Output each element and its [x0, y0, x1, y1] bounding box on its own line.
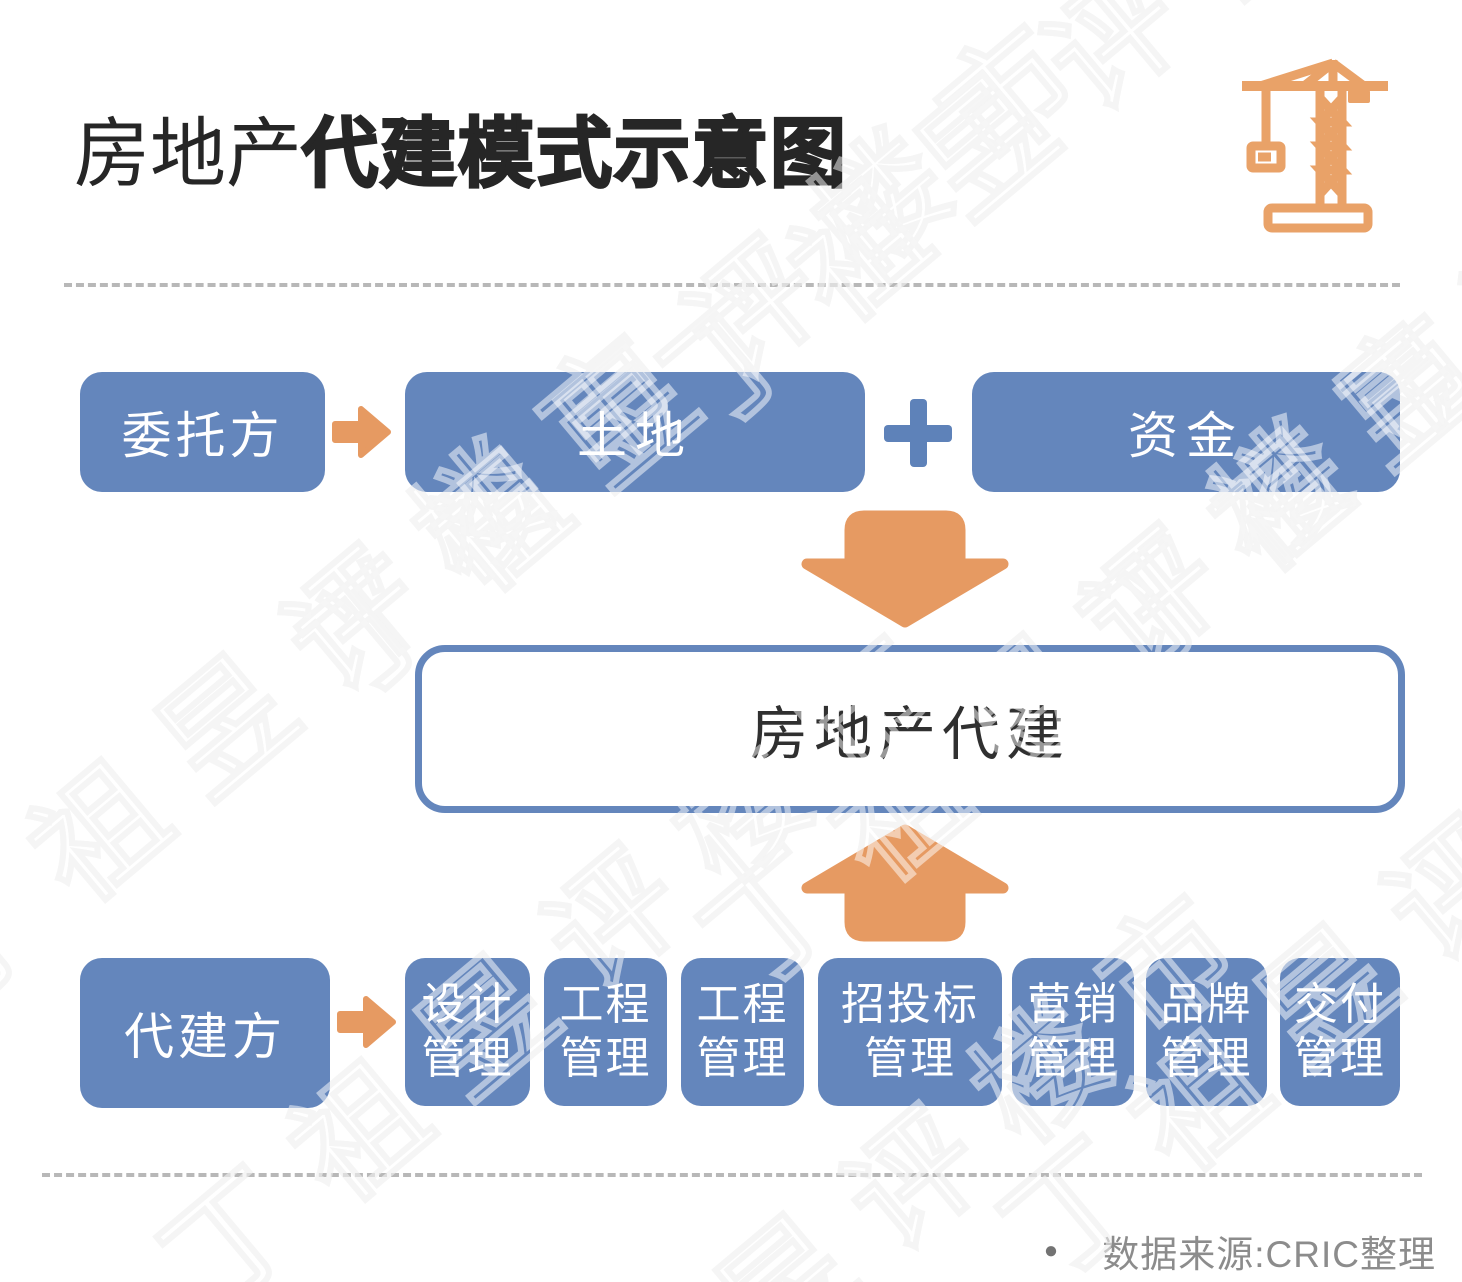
source-text: 数据来源:CRIC整理 [1102, 1234, 1436, 1275]
node-service-engineering-2: 工程 管理 [681, 958, 804, 1106]
tower-crane-icon [1242, 58, 1388, 233]
service-label-line1: 营销 [1027, 980, 1119, 1030]
service-label-line2: 管理 [864, 1034, 956, 1083]
divider-bottom [42, 1173, 1422, 1177]
service-label-line1: 品牌 [1160, 980, 1253, 1030]
service-label-line2: 管理 [1027, 1034, 1119, 1083]
node-agent: 代建方 [80, 958, 330, 1108]
watermark-text: 丁祖昱评楼市 [677, 266, 1462, 1018]
service-label-line2: 管理 [421, 1034, 514, 1083]
divider-top [64, 283, 1400, 287]
service-label-line2: 管理 [559, 1034, 652, 1083]
title-prefix: 房地产 [74, 112, 302, 197]
node-service-engineering-1: 工程 管理 [544, 958, 667, 1106]
service-label-line1: 交付 [1294, 980, 1386, 1030]
service-label-line1: 设计 [421, 980, 514, 1030]
arrow-right-icon [337, 996, 396, 1048]
arrow-right-icon [332, 406, 391, 458]
node-capital-label: 资金 [1128, 408, 1244, 464]
node-agent-label: 代建方 [124, 1009, 286, 1065]
bullet-icon: ● [1043, 1237, 1059, 1264]
node-service-bidding: 招投标 管理 [818, 958, 1002, 1106]
node-land-label: 土地 [577, 408, 693, 464]
node-client: 委托方 [80, 372, 325, 492]
service-label-line1: 工程 [696, 980, 789, 1030]
node-service-marketing: 营销 管理 [1012, 958, 1134, 1106]
node-land: 土地 [405, 372, 865, 492]
title-emphasis: 代建模式示意图 [301, 111, 848, 199]
plus-icon [884, 399, 952, 467]
node-daijian-label: 房地产代建 [749, 702, 1070, 767]
source-note: ● 数据来源:CRIC整理 [1044, 1224, 1436, 1278]
service-label-line1: 招投标 [841, 980, 979, 1030]
service-label-line2: 管理 [1160, 1034, 1253, 1083]
node-service-delivery: 交付 管理 [1280, 958, 1400, 1106]
service-label-line1: 工程 [559, 980, 652, 1030]
arrow-up-icon [801, 824, 1009, 942]
arrow-down-icon [801, 510, 1009, 628]
node-client-label: 委托方 [121, 408, 284, 464]
watermark-text: 丁祖昱评楼市 [677, 266, 1462, 1018]
node-daijian: 房地产代建 [415, 645, 1405, 813]
service-label-line2: 管理 [696, 1034, 789, 1083]
node-service-brand: 品牌 管理 [1146, 958, 1267, 1106]
service-label-line2: 管理 [1294, 1034, 1386, 1083]
node-service-design: 设计 管理 [405, 958, 530, 1106]
page-title: 房地产代建模式示意图 [74, 92, 848, 202]
node-capital: 资金 [972, 372, 1400, 492]
